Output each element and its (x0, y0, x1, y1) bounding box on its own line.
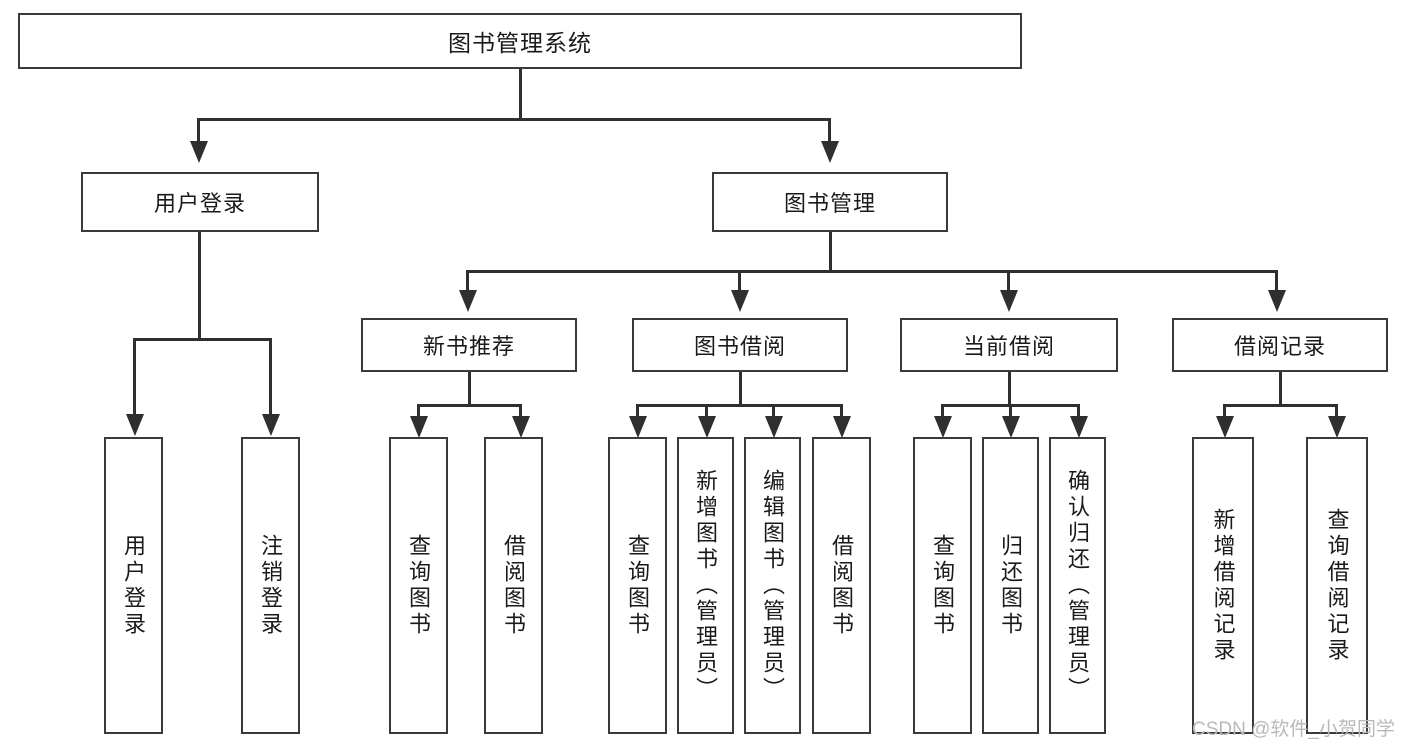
csdn-watermark: CSDN @软件_小贺同学 (1192, 719, 1395, 740)
node-label: 新增借阅记录 (1210, 507, 1236, 664)
node-user-login[interactable]: 用户登录 (81, 172, 319, 232)
node-leaf-query-book-2[interactable]: 查询图书 (608, 437, 667, 734)
connector-book-mgmt-stem (829, 232, 832, 272)
connector-bookborrow-drop-3 (772, 404, 775, 420)
connector-root-drop-right (828, 118, 831, 144)
node-leaf-query-record[interactable]: 查询借阅记录 (1306, 437, 1368, 734)
node-book-management[interactable]: 图书管理 (712, 172, 948, 232)
arrow-to-user-login (190, 141, 208, 163)
connector-root-drop-left (197, 118, 200, 144)
node-leaf-query-book-1[interactable]: 查询图书 (389, 437, 448, 734)
node-leaf-add-record[interactable]: 新增借阅记录 (1192, 437, 1254, 734)
connector-borrowrecord-bar (1223, 404, 1338, 407)
connector-book-mgmt-bar (466, 270, 1278, 273)
node-label: 查询图书 (406, 533, 432, 638)
arrow-to-current-borrow (1000, 290, 1018, 312)
node-current-borrow[interactable]: 当前借阅 (900, 318, 1118, 372)
node-label: 图书管理系统 (448, 30, 592, 56)
connector-user-login-stem (198, 232, 201, 338)
node-label: 查询图书 (930, 533, 956, 638)
node-leaf-user-login[interactable]: 用户登录 (104, 437, 163, 734)
arrow-to-leaf-borrow-book-1 (512, 416, 530, 438)
connector-borrowrecord-stem (1279, 372, 1282, 406)
node-label: 借阅图书 (501, 533, 527, 638)
connector-newbook-bar (417, 404, 522, 407)
connector-user-login-drop-2 (269, 338, 272, 416)
arrow-to-leaf-query-book-2 (629, 416, 647, 438)
connector-bookborrow-bar (636, 404, 842, 407)
connector-user-login-bar (133, 338, 271, 341)
connector-borrowrecord-drop-1 (1223, 404, 1226, 420)
node-leaf-add-book[interactable]: 新增图书（管理员） (677, 437, 734, 734)
node-leaf-edit-book[interactable]: 编辑图书（管理员） (744, 437, 801, 734)
node-label: 查询借阅记录 (1324, 507, 1350, 664)
arrow-to-leaf-query-record (1328, 416, 1346, 438)
connector-newbook-drop-2 (519, 404, 522, 420)
connector-root-bar (197, 118, 831, 121)
node-label: 编辑图书（管理员） (760, 468, 786, 703)
node-label: 查询图书 (625, 533, 651, 638)
arrow-to-leaf-return-book (1002, 416, 1020, 438)
node-label: 用户登录 (121, 533, 147, 638)
arrow-to-leaf-query-book-3 (934, 416, 952, 438)
connector-borrowrecord-drop-2 (1335, 404, 1338, 420)
node-label: 新增图书（管理员） (693, 468, 719, 703)
connector-bookborrow-drop-1 (636, 404, 639, 420)
connector-bookborrow-drop-4 (840, 404, 843, 420)
connector-book-mgmt-drop-2 (738, 270, 741, 292)
node-leaf-logout-login[interactable]: 注销登录 (241, 437, 300, 734)
node-label: 借阅记录 (1233, 334, 1326, 359)
node-label: 归还图书 (998, 533, 1024, 638)
node-new-book-recommend[interactable]: 新书推荐 (361, 318, 577, 372)
node-leaf-borrow-book-1[interactable]: 借阅图书 (484, 437, 543, 734)
arrow-to-book-management (821, 141, 839, 163)
node-leaf-borrow-book-2[interactable]: 借阅图书 (812, 437, 871, 734)
connector-book-mgmt-drop-4 (1275, 270, 1278, 292)
connector-root-stem (519, 69, 522, 118)
node-leaf-query-book-3[interactable]: 查询图书 (913, 437, 972, 734)
arrow-to-leaf-logout-login (262, 414, 280, 436)
node-label: 借阅图书 (829, 533, 855, 638)
connector-currentborrow-drop-3 (1077, 404, 1080, 420)
node-label: 确认归还（管理员） (1065, 468, 1091, 703)
arrow-to-leaf-borrow-book-2 (833, 416, 851, 438)
connector-bookborrow-drop-2 (705, 404, 708, 420)
connector-newbook-drop-1 (417, 404, 420, 420)
arrow-to-leaf-confirm-return (1070, 416, 1088, 438)
arrow-to-borrow-record (1268, 290, 1286, 312)
connector-newbook-stem (468, 372, 471, 406)
arrow-to-book-borrow (731, 290, 749, 312)
connector-currentborrow-drop-1 (941, 404, 944, 420)
arrow-to-leaf-user-login (126, 414, 144, 436)
arrow-to-leaf-add-book (698, 416, 716, 438)
node-borrow-record[interactable]: 借阅记录 (1172, 318, 1388, 372)
node-label: 图书管理 (783, 191, 876, 216)
node-root-system[interactable]: 图书管理系统 (18, 13, 1022, 69)
connector-book-mgmt-drop-1 (466, 270, 469, 292)
arrow-to-leaf-query-book-1 (410, 416, 428, 438)
node-label: 图书借阅 (693, 334, 786, 359)
node-label: 注销登录 (258, 533, 284, 638)
node-leaf-return-book[interactable]: 归还图书 (982, 437, 1039, 734)
arrow-to-new-book-recommend (459, 290, 477, 312)
arrow-to-leaf-edit-book (765, 416, 783, 438)
connector-bookborrow-stem (739, 372, 742, 406)
connector-currentborrow-drop-2 (1009, 404, 1012, 420)
arrow-to-leaf-add-record (1216, 416, 1234, 438)
node-leaf-confirm-return[interactable]: 确认归还（管理员） (1049, 437, 1106, 734)
node-label: 用户登录 (153, 191, 246, 216)
connector-book-mgmt-drop-3 (1007, 270, 1010, 292)
connector-currentborrow-stem (1008, 372, 1011, 406)
node-label: 当前借阅 (962, 334, 1055, 359)
node-label: 新书推荐 (422, 334, 515, 359)
node-book-borrow[interactable]: 图书借阅 (632, 318, 848, 372)
connector-user-login-drop-1 (133, 338, 136, 416)
